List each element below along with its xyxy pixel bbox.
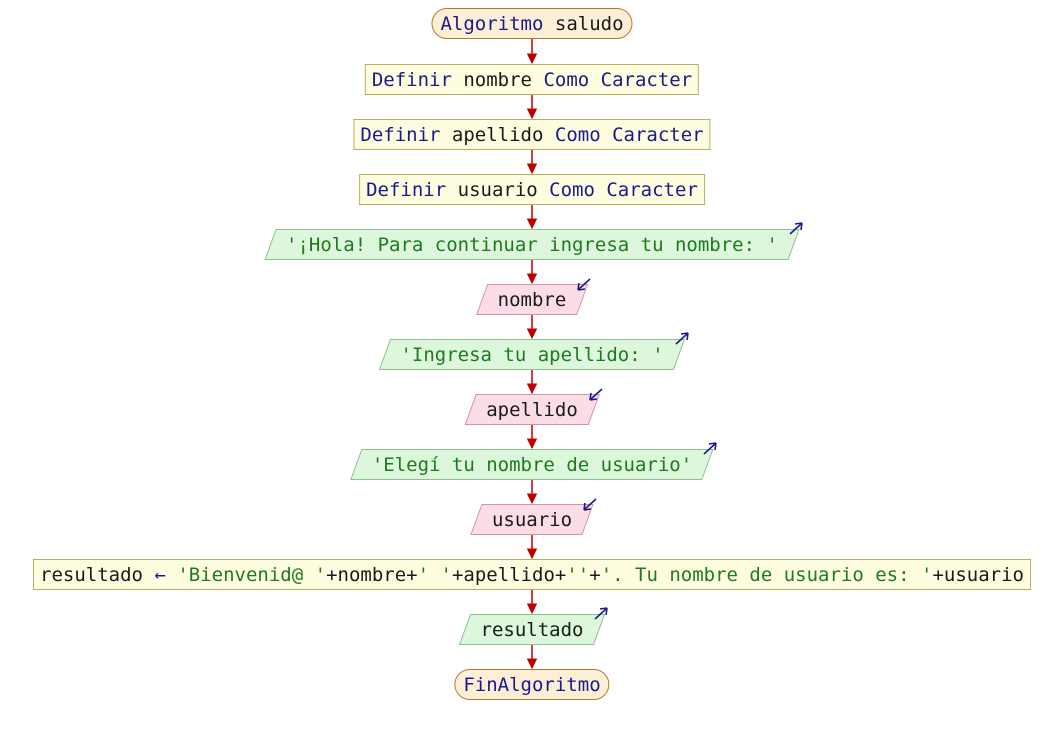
finalgoritmo-keyword: FinAlgoritmo [463,673,601,696]
output-direction-icon [789,222,803,235]
input-usuario: usuario [470,504,594,535]
output-direction-icon [675,332,689,345]
output-text: '¡Hola! Para continuar ingresa tu nombre… [286,233,778,256]
input-direction-icon [583,498,597,511]
input-direction-icon [588,388,603,401]
concat-operator: + [326,563,338,586]
input-nombre: nombre [476,284,588,315]
output-direction-icon [703,442,717,455]
input-apellido: apellido [464,394,600,425]
definir-keyword: Definir [360,123,441,146]
variable-name: nombre [463,68,532,91]
start-terminal: Algoritmo saludo [431,8,633,39]
concat-operator: + [451,563,464,586]
output-text: 'Ingresa tu apellido: ' [400,343,664,366]
end-terminal: FinAlgoritmo [454,669,610,700]
variable-name: usuario [457,178,538,201]
variable-name: apellido [451,123,544,146]
string-literal: '. Tu nombre de usuario es: ' [600,563,933,586]
input-variable: nombre [497,288,567,311]
concat-operator: + [589,563,601,586]
input-variable: usuario [491,508,573,531]
type-keyword: Como Caracter [549,178,698,201]
definir-keyword: Definir [371,68,452,91]
output-variable: resultado [480,618,584,641]
define-usuario-box: Definir usuario Como Caracter [359,174,705,205]
string-literal: ' ' [417,563,452,586]
concat-operator: + [932,563,944,586]
definir-keyword: Definir [366,178,447,201]
define-apellido-box: Definir apellido Como Caracter [353,119,711,150]
algoritmo-keyword: Algoritmo [440,12,544,35]
variable-ref: apellido [463,563,555,586]
concat-operator: + [406,563,418,586]
variable-ref: nombre [337,563,407,586]
output-direction-icon [594,607,609,620]
string-literal: 'Bienvenid@ ' [177,563,327,586]
variable-ref: usuario [943,563,1024,586]
concat-operator: + [554,563,567,586]
assign-target: resultado [40,563,143,586]
output-resultado: resultado [458,614,606,645]
output-hola: '¡Hola! Para continuar ingresa tu nombre… [264,229,800,260]
assign-resultado-box: resultado ← 'Bienvenid@ '+nombre+' '+ape… [33,559,1031,590]
output-text: 'Elegí tu nombre de usuario' [371,453,693,476]
type-keyword: Como Caracter [554,123,704,146]
output-apellido-prompt: 'Ingresa tu apellido: ' [378,339,686,370]
output-usuario-prompt: 'Elegí tu nombre de usuario' [350,449,714,480]
input-variable: apellido [486,398,578,421]
string-literal: '' [566,563,590,586]
input-direction-icon [577,278,591,291]
algorithm-name: saludo [554,12,624,35]
type-keyword: Como Caracter [543,68,693,91]
define-nombre-box: Definir nombre Como Caracter [364,64,700,95]
assign-arrow: ← [154,563,166,586]
